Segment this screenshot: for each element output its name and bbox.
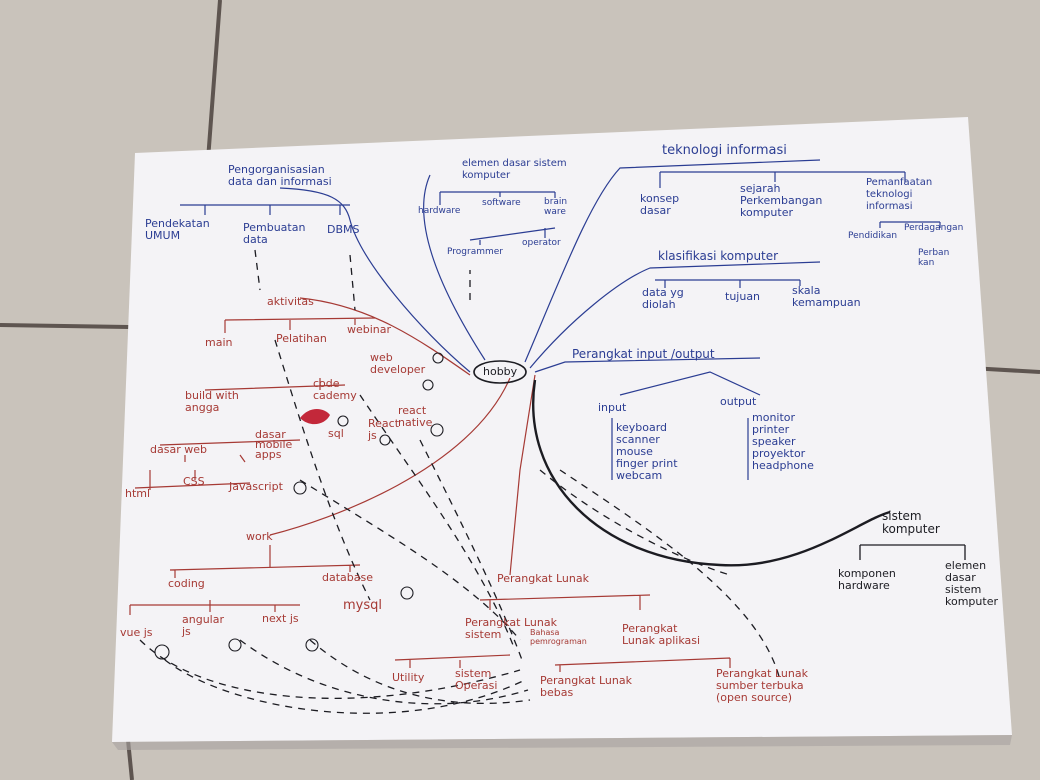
red-branches: [129, 297, 731, 672]
node-work: work: [246, 530, 273, 543]
node-pl-bebas: Perangkat Lunak bebas: [540, 674, 632, 699]
node-aktivitas: aktivitas: [267, 295, 314, 308]
node-data-diolah: data yg diolah: [642, 286, 684, 311]
node-hobby: hobby: [483, 365, 518, 378]
node-pendidikan: Pendidikan: [848, 231, 898, 241]
node-pl-aplikasi: Perangkat Lunak aplikasi: [622, 622, 701, 647]
node-konsep-dasar: konsep dasar: [640, 192, 680, 217]
node-vue: vue js: [120, 626, 153, 639]
node-webinar: webinar: [347, 323, 392, 336]
sistem-komputer-curve: [532, 379, 891, 567]
circled-numbers: [154, 352, 444, 660]
node-pendekatan-umum: Pendekatan UMUM: [145, 217, 210, 242]
node-pelatihan: Pelatihan: [276, 332, 327, 345]
node-operator: operator: [522, 238, 561, 248]
node-programmer: Programmer: [447, 247, 503, 257]
node-pemanfaatan: Pemanfaatan teknologi informasi: [866, 177, 933, 212]
node-database: database: [322, 571, 373, 584]
node-bahasa-pemrograman: Bahasa pemrograman: [530, 628, 587, 646]
node-elemen-dasar-sk: elemen dasar sistem komputer: [945, 559, 998, 608]
node-codecademy: code cademy: [313, 377, 357, 402]
node-perangkat-io: Perangkat input /output: [572, 347, 715, 361]
node-tujuan: tujuan: [725, 290, 761, 303]
node-sql: sql: [328, 427, 344, 440]
node-perangkat-lunak: Perangkat Lunak: [497, 572, 589, 585]
node-software: software: [482, 198, 521, 208]
node-react-js: React js: [368, 417, 400, 442]
node-brainware: brain ware: [544, 197, 568, 217]
node-perbankan: Perban kan: [918, 248, 950, 268]
node-next: next js: [262, 612, 299, 625]
node-teknologi-informasi: teknologi informasi: [662, 143, 787, 158]
node-html: html: [125, 487, 151, 500]
node-hardware: hardware: [418, 206, 461, 216]
list-input-devices: keyboard scanner mouse finger print webc…: [616, 421, 678, 482]
list-output-devices: monitor printer speaker proyektor headph…: [752, 411, 814, 472]
node-input: input: [598, 401, 627, 414]
node-pl-sumber-terbuka: Perangkat Lunak sumber terbuka (open sou…: [716, 667, 808, 704]
node-angular: angular js: [182, 613, 224, 638]
node-sistem-komputer: sistem komputer: [882, 509, 940, 536]
node-output: output: [720, 395, 757, 408]
node-skala: skala kemampuan: [792, 284, 861, 309]
node-sejarah: sejarah Perkembangan komputer: [740, 182, 823, 219]
paper-shadow: [112, 735, 1012, 750]
node-buildwith: build with angga: [185, 389, 239, 414]
node-web-developer: web developer: [370, 351, 426, 376]
node-klasifikasi: klasifikasi komputer: [658, 249, 779, 263]
paper-sheet: [112, 117, 1012, 742]
node-dbms: DBMS: [327, 223, 360, 236]
node-css: CSS: [183, 475, 205, 488]
hobby-bubble: [473, 360, 527, 384]
node-react-native: react native: [398, 404, 433, 429]
node-pengorganisasian: Pengorganisasian data dan informasi: [228, 163, 332, 188]
node-komponen-hardware: komponen hardware: [838, 567, 896, 592]
node-elemen-dasar: elemen dasar sistem komputer: [462, 158, 567, 181]
node-mysql: mysql: [343, 598, 382, 613]
blue-branches: [180, 159, 941, 480]
node-pl-sistem: Perangkat Lunak sistem: [465, 616, 557, 641]
node-dasar-mobile: dasar mobile apps: [255, 428, 293, 461]
node-javascript: Javascript: [229, 480, 283, 493]
red-scribble-mark: [300, 409, 330, 425]
sistem-komputer-branch: [859, 544, 966, 560]
dashed-links: [139, 249, 781, 714]
node-pembuatan-data: Pembuatan data: [243, 221, 306, 246]
node-utility: Utility: [392, 671, 425, 684]
node-coding: coding: [168, 577, 205, 590]
node-perdagangan: Perdagangan: [904, 223, 964, 233]
node-sistem-operasi: sistem Operasi: [455, 667, 498, 692]
node-main: main: [205, 336, 233, 349]
node-dasar-web: dasar web: [150, 443, 207, 456]
